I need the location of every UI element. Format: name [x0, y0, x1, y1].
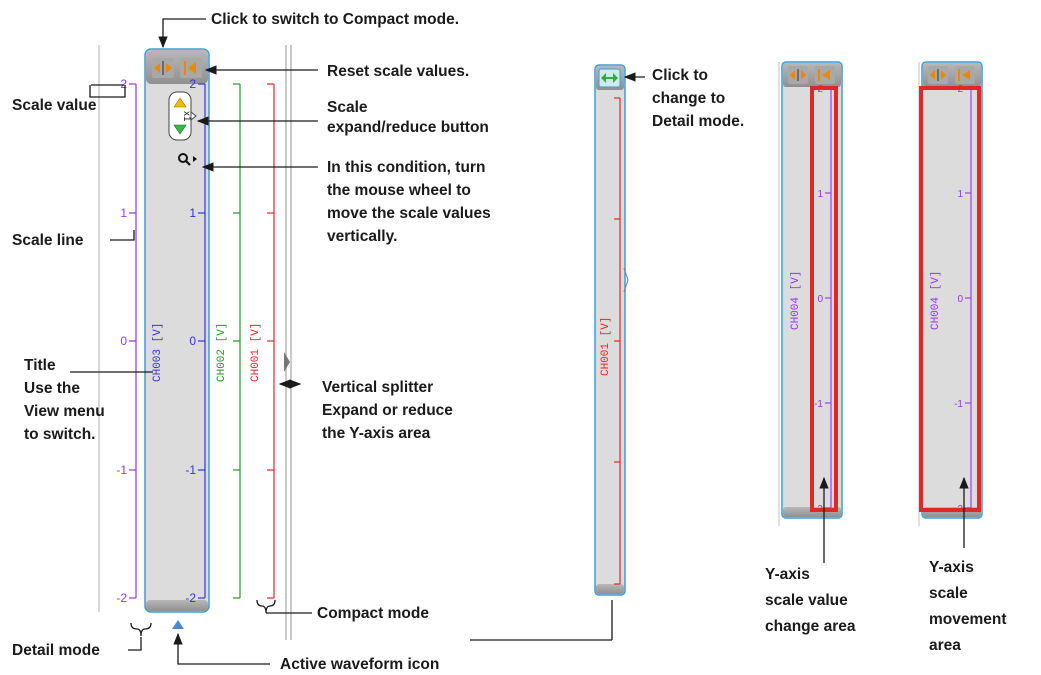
callout-title-2: Use the	[24, 380, 80, 397]
callout-detail-mode: Detail mode	[12, 642, 100, 659]
blue-tick-0: 0	[189, 334, 196, 348]
vertical-splitter[interactable]	[284, 45, 292, 640]
callout-move-area-2: scale	[929, 585, 968, 602]
callout-title-3: View menu	[24, 403, 105, 420]
purple-tick-m2: -2	[116, 591, 127, 605]
callout-reset: Reset scale values.	[327, 63, 469, 80]
purple-tick-1: 1	[120, 206, 127, 220]
detail-panel-footer	[146, 600, 208, 611]
compact-ch001-title: CH001 [V]	[600, 317, 612, 376]
a-tick-1: 1	[817, 189, 823, 200]
ch003-title: CH003 [V]	[152, 323, 164, 382]
callout-scale-2: expand/reduce button	[327, 119, 489, 136]
detail-mode-icon[interactable]	[598, 68, 621, 88]
purple-tick-2: 2	[120, 77, 127, 91]
a-tick-m1: -1	[814, 399, 823, 410]
reset-scale-icon[interactable]	[815, 66, 835, 84]
compact-mode-icon[interactable]	[788, 66, 808, 84]
blue-tick-2: 2	[189, 77, 196, 91]
green-scale-line	[233, 83, 241, 599]
compact-mode-panel: CH001 [V]	[594, 64, 629, 596]
callout-scale-value: Scale value	[12, 97, 97, 114]
compact-mode-icon[interactable]	[928, 66, 948, 84]
b-tick-0: 0	[957, 294, 963, 305]
callout-detail-switch-3: Detail mode.	[652, 113, 744, 130]
detail-panel-body	[144, 48, 210, 613]
detail-mode-panel: 2 1 0 -1 -2 2	[98, 45, 292, 640]
zoom-factor-label: x1	[181, 111, 192, 122]
callout-splitter-1: Vertical splitter	[322, 379, 433, 396]
callout-wheel-3: move the scale values	[327, 205, 491, 222]
callout-value-area-2: scale value	[765, 592, 848, 609]
scale-reduce-icon[interactable]	[173, 124, 187, 135]
a-ch004-title: CH004 [V]	[790, 271, 802, 330]
callout-wheel-1: In this condition, turn	[327, 159, 485, 176]
callout-splitter-3: the Y-axis area	[322, 425, 431, 442]
callout-compact-mode: Compact mode	[317, 605, 429, 622]
reset-scale-icon[interactable]	[180, 58, 202, 78]
callout-wheel-4: vertically.	[327, 228, 397, 245]
blue-tick-1: 1	[189, 206, 196, 220]
callout-splitter-2: Expand or reduce	[322, 402, 453, 419]
compact-splitter-handle[interactable]	[623, 267, 629, 293]
scale-expand-icon[interactable]	[173, 97, 187, 108]
active-waveform-icon	[172, 620, 184, 629]
callout-move-area-4: area	[929, 637, 961, 654]
callout-value-area-1: Y-axis	[765, 566, 810, 583]
callout-scale-1: Scale	[327, 99, 368, 116]
b-tick-1: 1	[957, 189, 963, 200]
callout-value-area-3: change area	[765, 618, 856, 635]
ch001-title: CH001 [V]	[250, 323, 262, 382]
blue-tick-m1: -1	[185, 463, 196, 477]
callout-detail-switch-1: Click to	[652, 67, 708, 84]
scale-expand-reduce-button[interactable]: x1	[168, 91, 197, 141]
callout-compact-switch: Click to switch to Compact mode.	[211, 11, 459, 28]
purple-scale-line	[129, 83, 137, 599]
a-tick-0: 0	[817, 294, 823, 305]
callout-title-4: to switch.	[24, 426, 95, 443]
callout-title-1: Title	[24, 357, 56, 374]
ch002-title: CH002 [V]	[216, 323, 228, 382]
callout-move-area-3: movement	[929, 611, 1007, 628]
b-tick-m1: -1	[954, 399, 963, 410]
reset-scale-icon[interactable]	[955, 66, 975, 84]
b-ch004-title: CH004 [V]	[930, 271, 942, 330]
zoom-wheel-icon	[178, 153, 197, 166]
blue-tick-m2: -2	[185, 591, 196, 605]
value-change-panel: 2 1 0 -1 -2 CH004 [V]	[778, 61, 843, 526]
movement-highlight[interactable]	[919, 86, 981, 512]
callout-active-icon: Active waveform icon	[280, 656, 439, 673]
movement-panel: 2 1 0 -1 -2 CH004 [V]	[918, 61, 983, 526]
compact-mode-icon[interactable]	[152, 58, 174, 78]
purple-tick-m1: -1	[116, 463, 127, 477]
callout-wheel-2: the mouse wheel to	[327, 182, 471, 199]
purple-tick-0: 0	[120, 334, 127, 348]
callout-scale-line: Scale line	[12, 232, 84, 249]
callout-detail-switch-2: change to	[652, 90, 725, 107]
compact-red-scale	[614, 97, 621, 585]
callout-lines	[70, 18, 969, 665]
red-scale-line	[267, 83, 275, 599]
callout-move-area-1: Y-axis	[929, 559, 974, 576]
